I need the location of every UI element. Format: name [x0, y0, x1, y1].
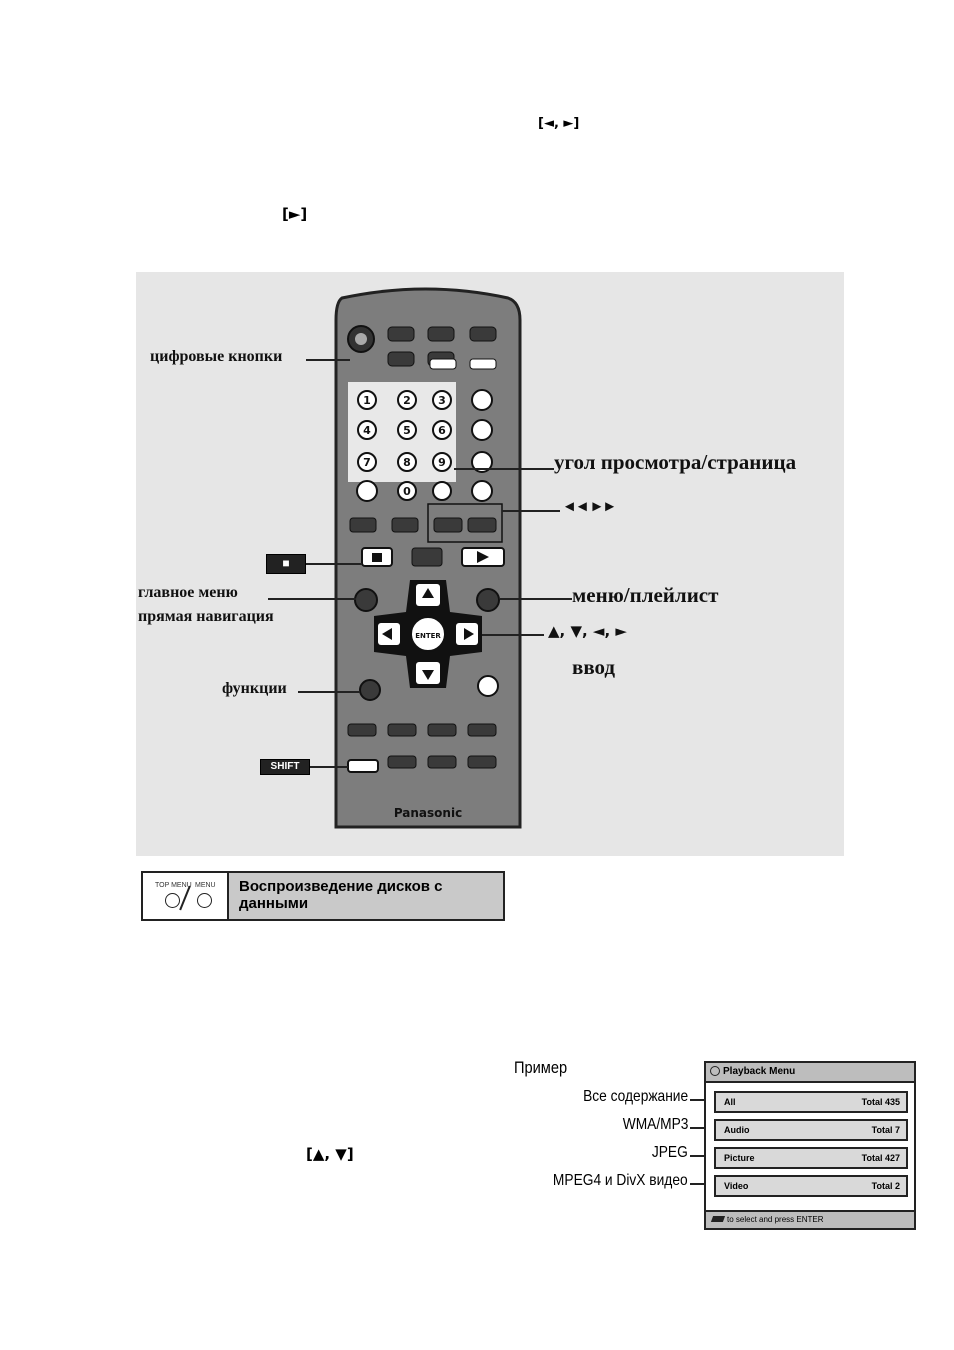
- playback-row-video[interactable]: Video Total 2: [714, 1175, 908, 1197]
- playback-menu-title: Playback Menu: [706, 1063, 914, 1083]
- example-label-jpeg: JPEG: [652, 1144, 688, 1161]
- label-functions: функции: [222, 680, 287, 697]
- remote-control-drawing: 1 2 3 4 5 6 7 8 9 0: [334, 287, 522, 829]
- remote-illustration: 1 2 3 4 5 6 7 8 9 0: [136, 272, 844, 856]
- leader-menu: [500, 598, 572, 600]
- separator-slash: [179, 885, 191, 911]
- up-down-marker: [▲, ▼]: [306, 1145, 354, 1163]
- example-label-all-content: Все содержание: [582, 1088, 688, 1105]
- example-leader-1: [690, 1099, 716, 1101]
- label-top-menu: главное меню: [138, 584, 238, 601]
- svg-text:9: 9: [438, 456, 446, 469]
- playback-menu-footer: to select and press ENTER: [706, 1210, 914, 1228]
- label-direct-navigation: прямая навигация: [138, 608, 274, 625]
- svg-text:4: 4: [363, 424, 371, 437]
- leader-angle: [454, 468, 554, 470]
- menu-button-icon: [197, 893, 212, 908]
- row-total: Total 435: [861, 1097, 900, 1107]
- playback-menu-title-text: Playback Menu: [723, 1066, 796, 1077]
- play-marker: [►]: [282, 205, 308, 223]
- row-total: Total 7: [871, 1125, 900, 1135]
- row-name: Audio: [724, 1125, 750, 1135]
- label-stop: ■: [266, 554, 306, 574]
- svg-text:2: 2: [403, 394, 411, 407]
- label-angle-page: угол просмотра/страница: [554, 450, 797, 474]
- label-menu-playlist: меню/плейлист: [572, 583, 719, 607]
- leader-skip: [502, 510, 560, 512]
- example-label-mpeg4-divx: MPEG4 и DivX видео: [553, 1172, 688, 1189]
- top-menu-caption: TOP MENU: [155, 882, 192, 889]
- svg-text:8: 8: [403, 456, 411, 469]
- label-enter: ввод: [572, 655, 616, 679]
- example-leader-2: [690, 1127, 716, 1129]
- leader-shift: [310, 766, 348, 768]
- brand-logo: Panasonic: [394, 806, 462, 820]
- playback-row-picture[interactable]: Picture Total 427: [714, 1147, 908, 1169]
- playback-menu-screen: Playback Menu All Total 435 Audio Total …: [704, 1061, 916, 1230]
- remote-hint-icon: [710, 1216, 726, 1222]
- disc-icon: [710, 1066, 720, 1077]
- menu-caption: MENU: [195, 882, 216, 889]
- footer-hint-text: to select and press ENTER: [727, 1215, 824, 1224]
- section-title: Воспроизведение дисков с данными: [229, 873, 503, 919]
- svg-text:6: 6: [438, 424, 446, 437]
- playback-row-all[interactable]: All Total 435: [714, 1091, 908, 1113]
- section-header: TOP MENU MENU Воспроизведение дисков с д…: [141, 871, 505, 921]
- svg-text:0: 0: [403, 485, 411, 498]
- label-digit-buttons: цифровые кнопки: [150, 348, 283, 365]
- top-menu-button-icon: [165, 893, 180, 908]
- leader-digits: [306, 359, 350, 361]
- left-right-marker: [◄, ►]: [538, 116, 580, 131]
- row-total: Total 2: [871, 1181, 900, 1191]
- playback-row-audio[interactable]: Audio Total 7: [714, 1119, 908, 1141]
- row-name: Picture: [724, 1153, 755, 1163]
- label-shift: SHIFT: [260, 759, 310, 775]
- enter-key-label: ENTER: [415, 632, 441, 640]
- svg-text:1: 1: [363, 394, 371, 407]
- label-skip: ◄◄ ►►: [562, 499, 617, 515]
- leader-arrows: [482, 634, 544, 636]
- leader-functions: [298, 691, 360, 693]
- example-caption: Пример: [514, 1058, 568, 1077]
- example-leader-4: [690, 1183, 716, 1185]
- leader-top-menu: [268, 598, 356, 600]
- header-button-icons: TOP MENU MENU: [143, 873, 229, 919]
- row-total: Total 427: [861, 1153, 900, 1163]
- row-name: All: [724, 1097, 736, 1107]
- example-leader-3: [690, 1155, 716, 1157]
- example-label-wma-mp3: WMA/MP3: [622, 1116, 688, 1133]
- row-name: Video: [724, 1181, 749, 1191]
- svg-text:7: 7: [363, 456, 371, 469]
- svg-text:5: 5: [403, 424, 411, 437]
- leader-stop: [306, 563, 362, 565]
- svg-text:3: 3: [438, 394, 446, 407]
- label-arrow-keys: ▲, ▼, ◄, ►: [548, 622, 627, 640]
